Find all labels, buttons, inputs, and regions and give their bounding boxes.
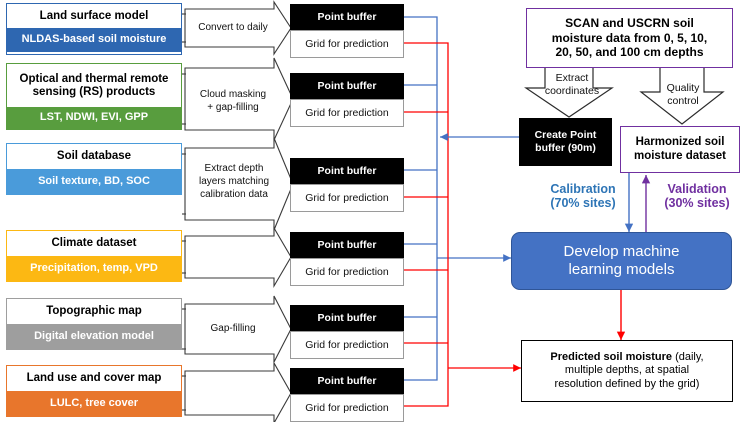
source-subtitle: LST, NDWI, EVI, GPP bbox=[7, 107, 181, 129]
buffer-group-3: Point buffer Grid for prediction bbox=[290, 158, 404, 212]
predicted-line-1: Predicted soil moisture (daily, bbox=[550, 351, 703, 364]
point-buffer-label[interactable]: Point buffer bbox=[290, 4, 404, 30]
buffer-group-5: Point buffer Grid for prediction bbox=[290, 305, 404, 359]
source-title: Land use and cover map bbox=[26, 372, 162, 385]
point-buffer-label[interactable]: Point buffer bbox=[290, 232, 404, 258]
scan-line-2: moisture data from 0, 5, 10, bbox=[551, 30, 708, 45]
validation-label: Validation (30% sites) bbox=[653, 182, 741, 211]
validation-line-2: (30% sites) bbox=[664, 196, 730, 211]
calibration-line-2: (70% sites) bbox=[550, 196, 616, 211]
source-box-climate-dataset[interactable]: Climate dataset Precipitation, temp, VPD bbox=[6, 230, 182, 282]
predicted-line-3: resolution defined by the grid) bbox=[554, 377, 700, 390]
process-label-layers-matching: layers matching bbox=[198, 176, 270, 188]
block-arrows bbox=[184, 0, 294, 422]
harmonized-line-2: moisture dataset bbox=[633, 149, 727, 162]
process-label-cloud-masking: Cloud masking bbox=[199, 89, 267, 101]
process-label-calibration-data: calibration data bbox=[200, 189, 268, 201]
source-box-land-use-cover-map[interactable]: Land use and cover map LULC, tree cover bbox=[6, 365, 182, 417]
point-buffer-label[interactable]: Point buffer bbox=[290, 368, 404, 394]
predicted-bold: Predicted soil moisture bbox=[550, 350, 673, 363]
grid-for-prediction-label[interactable]: Grid for prediction bbox=[290, 331, 404, 359]
process-label-gap-filling: Gap-filling bbox=[210, 323, 256, 335]
grid-for-prediction-label[interactable]: Grid for prediction bbox=[290, 184, 404, 212]
grid-for-prediction-label[interactable]: Grid for prediction bbox=[290, 30, 404, 58]
grid-for-prediction-label[interactable]: Grid for prediction bbox=[290, 394, 404, 422]
buffer-group-1: Point buffer Grid for prediction bbox=[290, 4, 404, 58]
buffer-group-6: Point buffer Grid for prediction bbox=[290, 368, 404, 422]
harmonized-line-1: Harmonized soil bbox=[635, 135, 725, 148]
source-title: Climate dataset bbox=[51, 237, 137, 250]
source-title: Optical and thermal remote sensing (RS) … bbox=[19, 73, 169, 98]
process-label-gap-filling-2: + gap-filling bbox=[207, 102, 259, 114]
source-subtitle: Precipitation, temp, VPD bbox=[7, 256, 181, 281]
quality-control-label-2: control bbox=[667, 95, 699, 108]
scan-uscrn-box[interactable]: SCAN and USCRN soil moisture data from 0… bbox=[526, 8, 733, 68]
source-stubs bbox=[182, 13, 186, 411]
source-subtitle: Digital elevation model bbox=[7, 324, 181, 349]
point-buffer-label[interactable]: Point buffer bbox=[290, 305, 404, 331]
calibration-label: Calibration (70% sites) bbox=[540, 182, 626, 211]
ml-line-1: Develop machine bbox=[563, 243, 680, 260]
source-box-soil-database[interactable]: Soil database Soil texture, BD, SOC bbox=[6, 143, 182, 195]
source-subtitle: LULC, tree cover bbox=[7, 391, 181, 416]
process-label-convert-to-daily: Convert to daily bbox=[198, 22, 268, 34]
create-point-line-2: buffer (90m) bbox=[535, 142, 596, 154]
source-title: Soil database bbox=[56, 150, 132, 163]
scan-line-1: SCAN and USCRN soil bbox=[565, 16, 694, 31]
process-label-extract-depth: Extract depth bbox=[204, 163, 264, 175]
source-subtitle: NLDAS-based soil moisture bbox=[7, 28, 181, 52]
predicted-soil-moisture-box[interactable]: Predicted soil moisture (daily, multiple… bbox=[521, 340, 733, 402]
grid-for-prediction-label[interactable]: Grid for prediction bbox=[290, 99, 404, 127]
predicted-line-2: multiple depths, at spatial bbox=[564, 364, 690, 377]
ml-models-box[interactable]: Develop machine learning models bbox=[511, 232, 732, 290]
extract-coordinates-label-1: Extract bbox=[555, 72, 589, 85]
buffer-group-2: Point buffer Grid for prediction bbox=[290, 73, 404, 127]
point-buffer-label[interactable]: Point buffer bbox=[290, 73, 404, 99]
scan-line-3: 20, 50, and 100 cm depths bbox=[555, 45, 704, 60]
source-title: Topographic map bbox=[46, 305, 142, 318]
validation-line-1: Validation bbox=[667, 182, 727, 196]
source-box-land-surface-model[interactable]: Land surface model NLDAS-based soil mois… bbox=[6, 3, 182, 55]
source-title: Land surface model bbox=[39, 9, 149, 22]
grid-for-prediction-label[interactable]: Grid for prediction bbox=[290, 258, 404, 286]
create-point-line-1: Create Point bbox=[534, 129, 597, 142]
grid-prediction-bus bbox=[404, 42, 521, 407]
point-buffer-bus bbox=[404, 16, 511, 381]
buffer-group-4: Point buffer Grid for prediction bbox=[290, 232, 404, 286]
calibration-line-1: Calibration bbox=[550, 182, 616, 196]
source-subtitle: Soil texture, BD, SOC bbox=[7, 169, 181, 194]
extract-coordinates-label-2: coordinates bbox=[544, 85, 600, 98]
ml-line-2: learning models bbox=[568, 261, 675, 278]
source-box-topographic-map[interactable]: Topographic map Digital elevation model bbox=[6, 298, 182, 350]
create-point-buffer-box[interactable]: Create Point buffer (90m) bbox=[519, 118, 612, 166]
source-box-remote-sensing[interactable]: Optical and thermal remote sensing (RS) … bbox=[6, 63, 182, 130]
predicted-rest: (daily, bbox=[672, 350, 704, 363]
harmonized-dataset-box[interactable]: Harmonized soil moisture dataset bbox=[620, 126, 740, 173]
quality-control-label-1: Quality bbox=[666, 82, 700, 95]
point-buffer-label[interactable]: Point buffer bbox=[290, 158, 404, 184]
